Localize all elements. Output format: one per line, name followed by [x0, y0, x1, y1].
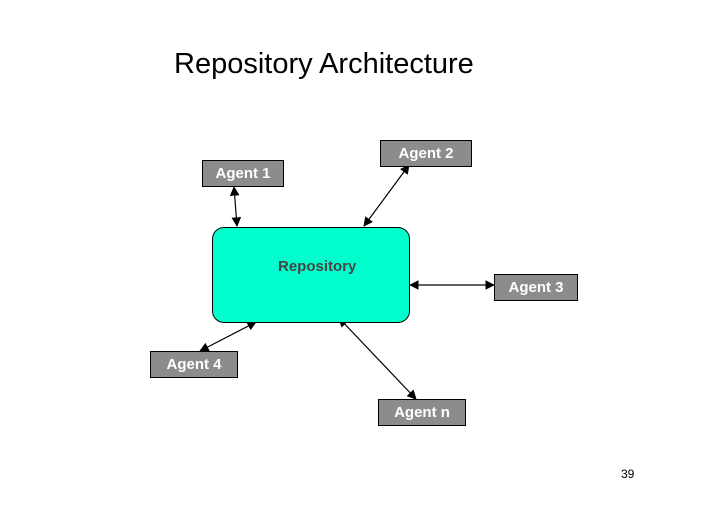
agent-n-box: Agent n: [378, 399, 466, 426]
agent-3-box: Agent 3: [494, 274, 578, 301]
repository-label: Repository: [278, 258, 357, 275]
page-number: 39: [621, 467, 635, 481]
slide-title: Repository Architecture: [174, 48, 474, 80]
agent-4-box: Agent 4: [150, 351, 238, 378]
connector-agent-2: [363, 164, 410, 227]
repository-box: [212, 227, 410, 323]
connector-agent-1: [229, 186, 242, 227]
connector-agent-4: [199, 321, 257, 352]
agent-2-box: Agent 2: [380, 140, 472, 167]
agent-1-box: Agent 1: [202, 160, 284, 187]
connector-agent-n: [338, 317, 417, 400]
